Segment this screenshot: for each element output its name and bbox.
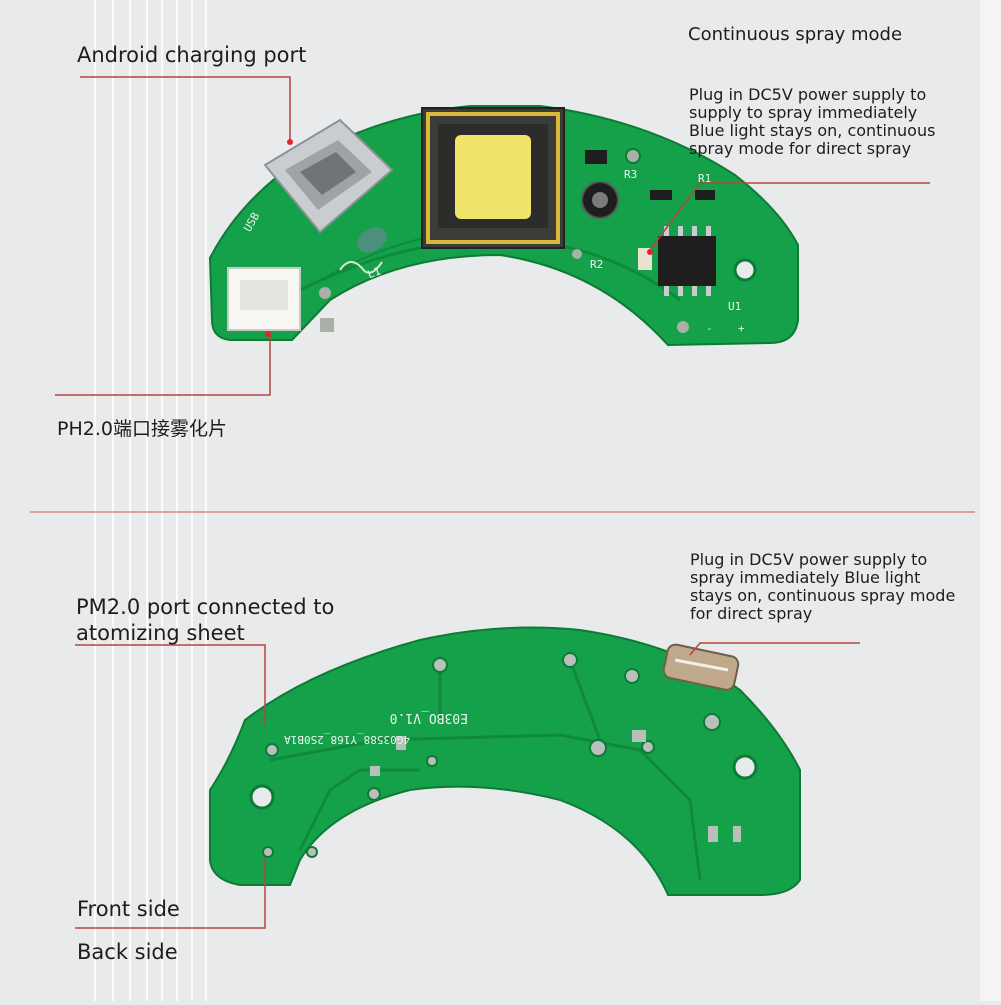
label-pm-port: PM2.0 port connected to atomizing sheet <box>76 595 335 645</box>
mark-serial: 4G03588_Y168_2S0B1A <box>284 733 410 746</box>
mark-r1: R1 <box>698 172 711 185</box>
mark-plus: + <box>738 322 745 335</box>
mark-u1: U1 <box>728 300 741 313</box>
mark-l1: L1 <box>366 265 383 282</box>
label-bottom-note: Plug in DC5V power supply to spray immed… <box>690 550 956 623</box>
label-top-note: Plug in DC5V power supply to supply to s… <box>689 85 936 158</box>
leader-dots <box>265 139 653 337</box>
ph2-connector <box>227 267 301 331</box>
side-strip <box>980 0 1001 1001</box>
transformer-coil <box>455 135 531 219</box>
micro-usb-port <box>263 118 394 234</box>
label-android-port: Android charging port <box>77 43 307 67</box>
background-stripes <box>94 0 207 1001</box>
pcb-front: USB L1 R3 R1 R2 U1 - + <box>208 105 799 347</box>
pcb-back: E03BO_V1.0 4G03588_Y168_2S0B1A <box>209 626 801 896</box>
label-front-side: Front side <box>77 897 180 921</box>
label-ph-port: PH2.0端口接雾化片 <box>57 418 227 440</box>
mark-r3: R3 <box>624 168 637 181</box>
ic-chip <box>658 236 716 286</box>
spring-contact <box>662 643 740 691</box>
label-back-side: Back side <box>77 940 178 964</box>
label-continuous-mode: Continuous spray mode <box>688 24 903 45</box>
inductor <box>357 227 387 253</box>
mark-minus: - <box>706 322 713 335</box>
mark-model: E03BO_V1.0 <box>390 710 468 725</box>
leader-lines <box>55 76 930 929</box>
mark-r2: R2 <box>590 258 603 271</box>
